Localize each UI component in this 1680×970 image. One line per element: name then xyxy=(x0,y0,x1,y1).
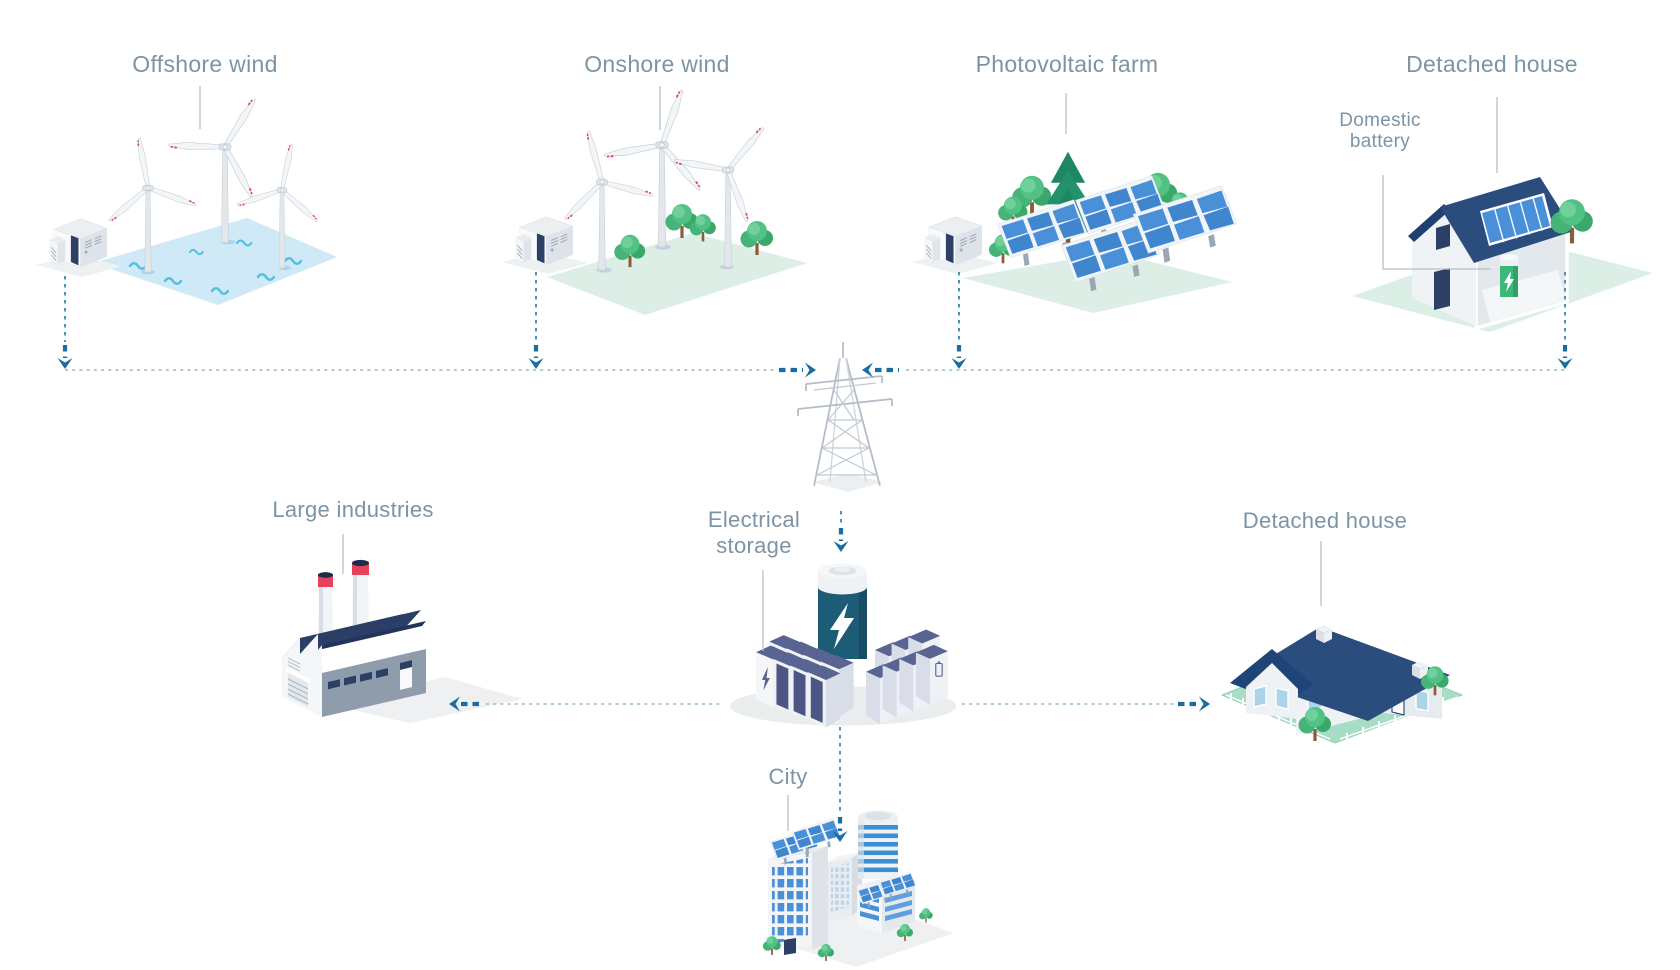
detached-house-top-illustration xyxy=(1240,80,1660,340)
large-industries-label: Large industries xyxy=(272,497,434,522)
offshore-wind-illustration xyxy=(30,80,350,310)
large-industries-illustration xyxy=(230,555,530,725)
arrow-down-icon xyxy=(951,358,967,369)
onshore-wind-label: Onshore wind xyxy=(584,51,730,77)
arrow-down-icon xyxy=(57,358,73,369)
detached-house-top-label: Detached house xyxy=(1406,51,1578,77)
domestic-battery-icon xyxy=(1500,254,1518,297)
offshore-wind-label: Offshore wind xyxy=(132,51,278,77)
electrical-storage-label: Electrical storage xyxy=(707,507,801,558)
attic-window xyxy=(1436,224,1450,250)
photovoltaic-farm-illustration xyxy=(840,80,1240,330)
electrical-storage-illustration xyxy=(720,555,970,735)
city-icon xyxy=(768,810,917,955)
pylon-illustration xyxy=(790,330,900,510)
arrow-down-icon xyxy=(833,541,849,552)
detached-house-right-illustration xyxy=(1130,585,1480,750)
rooftop-solar-icon xyxy=(1480,193,1553,246)
city-label: City xyxy=(768,764,808,789)
arrow-down-icon xyxy=(528,358,544,369)
field-ground xyxy=(547,233,807,315)
transformer-box-icon xyxy=(924,216,983,266)
domestic-battery-label: Domestic battery xyxy=(1339,110,1421,152)
transformer-box-icon xyxy=(515,216,574,266)
photovoltaic-farm-label: Photovoltaic farm xyxy=(975,51,1159,77)
tree-icon xyxy=(919,908,933,923)
door xyxy=(1434,268,1450,310)
detached-house-right-label: Detached house xyxy=(1242,508,1408,533)
sea-ground xyxy=(93,218,337,305)
pylon-to-storage-line xyxy=(833,511,849,552)
transformer-box-icon xyxy=(49,218,108,268)
house-icon xyxy=(1230,625,1450,735)
battery-icon xyxy=(818,563,867,659)
field-ground xyxy=(963,252,1232,313)
city-illustration xyxy=(740,795,970,970)
factory-icon xyxy=(282,559,426,717)
onshore-wind-illustration xyxy=(430,80,820,330)
pylon-icon xyxy=(797,342,893,487)
arrow-down-icon xyxy=(1557,358,1573,369)
